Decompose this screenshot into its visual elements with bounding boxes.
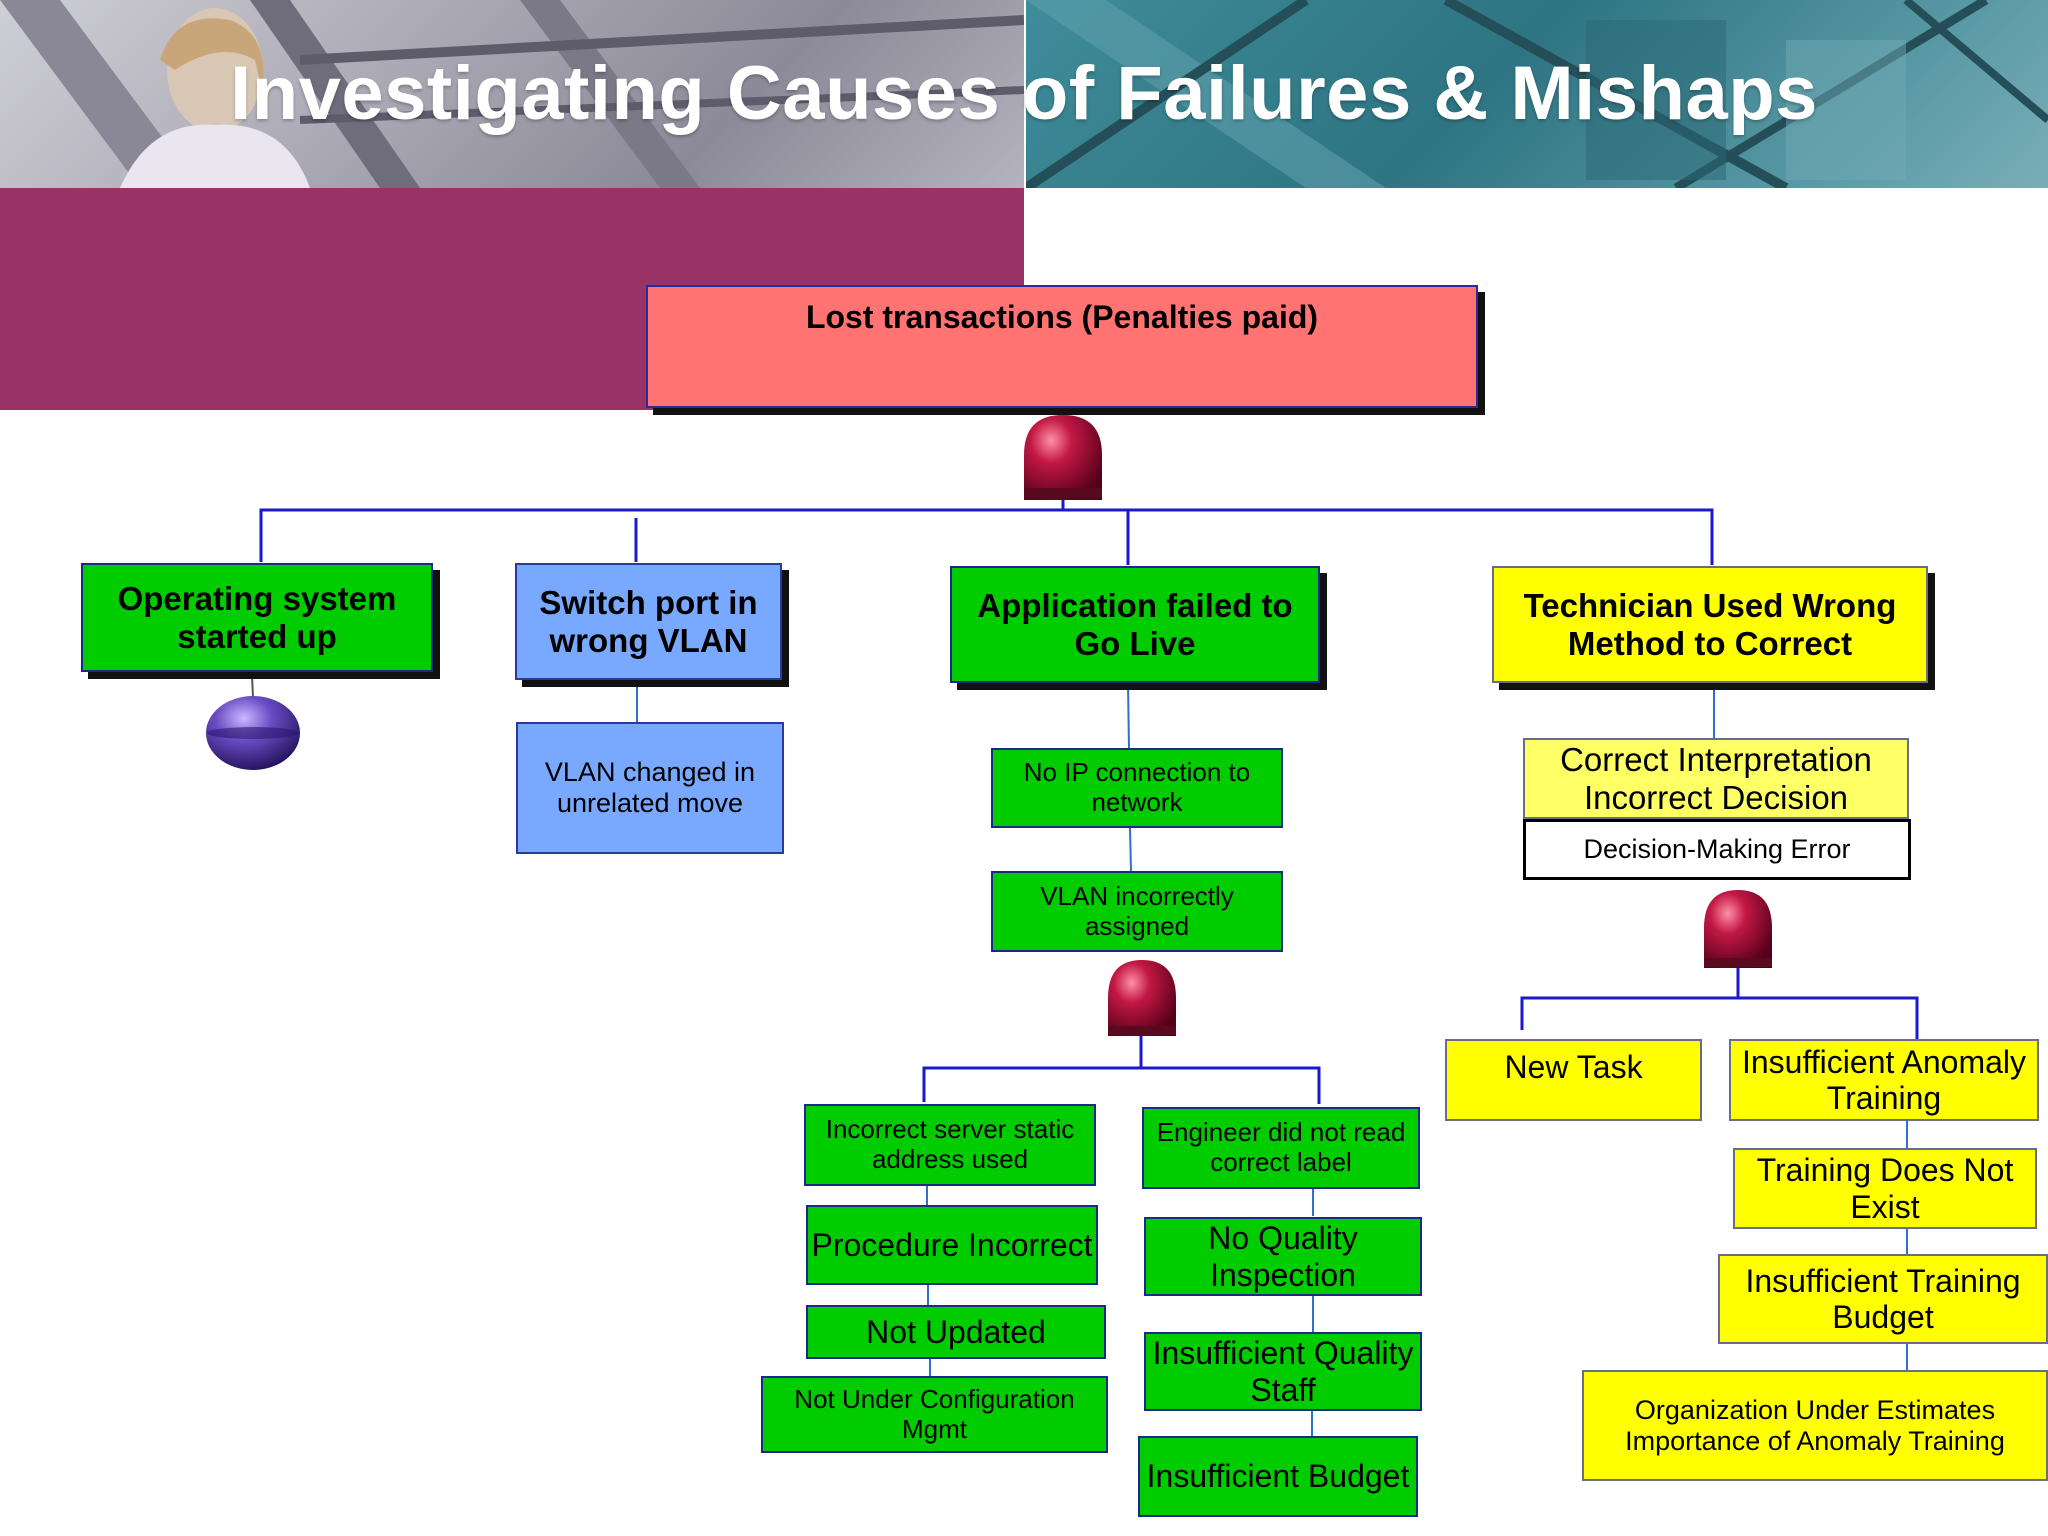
event-switch-port-vlan: Switch port in wrong VLAN [515, 563, 782, 680]
event-insufficient-budget: Insufficient Budget [1138, 1436, 1418, 1517]
event-insufficient-training-budget: Insufficient Training Budget [1718, 1254, 2048, 1344]
event-procedure-incorrect: Procedure Incorrect [806, 1205, 1098, 1285]
event-insufficient-anomaly-training: Insufficient Anomaly Training [1729, 1039, 2039, 1121]
event-not-updated: Not Updated [806, 1305, 1106, 1359]
event-app-failed: Application failed to Go Live [950, 566, 1320, 683]
event-no-quality-inspection: No Quality Inspection [1144, 1217, 1422, 1296]
or-gate-icon [1108, 960, 1176, 1036]
page-title: Investigating Causes of Failures & Misha… [230, 51, 1818, 136]
event-org-underestimates-training: Organization Under Estimates Importance … [1582, 1370, 2048, 1481]
event-insufficient-quality-staff: Insufficient Quality Staff [1144, 1332, 1422, 1411]
header-photo-left [0, 0, 1024, 188]
or-gate-icon [1704, 890, 1772, 968]
event-os-started: Operating system started up [81, 563, 433, 672]
event-training-does-not-exist: Training Does Not Exist [1733, 1148, 2037, 1229]
event-no-ip-connection: No IP connection to network [991, 748, 1283, 828]
event-engineer-label: Engineer did not read correct label [1142, 1107, 1420, 1189]
top-event-box: Lost transactions (Penalties paid) [646, 285, 1478, 408]
event-vlan-incorrectly-assigned: VLAN incorrectly assigned [991, 871, 1283, 952]
undeveloped-event-icon [206, 696, 300, 770]
event-correct-interpretation: Correct Interpretation Incorrect Decisio… [1523, 738, 1909, 819]
event-incorrect-static-address: Incorrect server static address used [804, 1104, 1096, 1186]
category-decision-making-error: Decision-Making Error [1523, 819, 1911, 880]
building-photo-left [0, 0, 1024, 188]
event-technician-wrong-method: Technician Used Wrong Method to Correct [1492, 566, 1928, 683]
header-photo-right [1026, 0, 2048, 188]
event-new-task: New Task [1445, 1039, 1702, 1121]
building-photo-right [1026, 0, 2048, 188]
or-gate-icon [1024, 415, 1102, 500]
event-vlan-changed: VLAN changed in unrelated move [516, 722, 784, 854]
event-not-under-config-mgmt: Not Under Configuration Mgmt [761, 1376, 1108, 1453]
